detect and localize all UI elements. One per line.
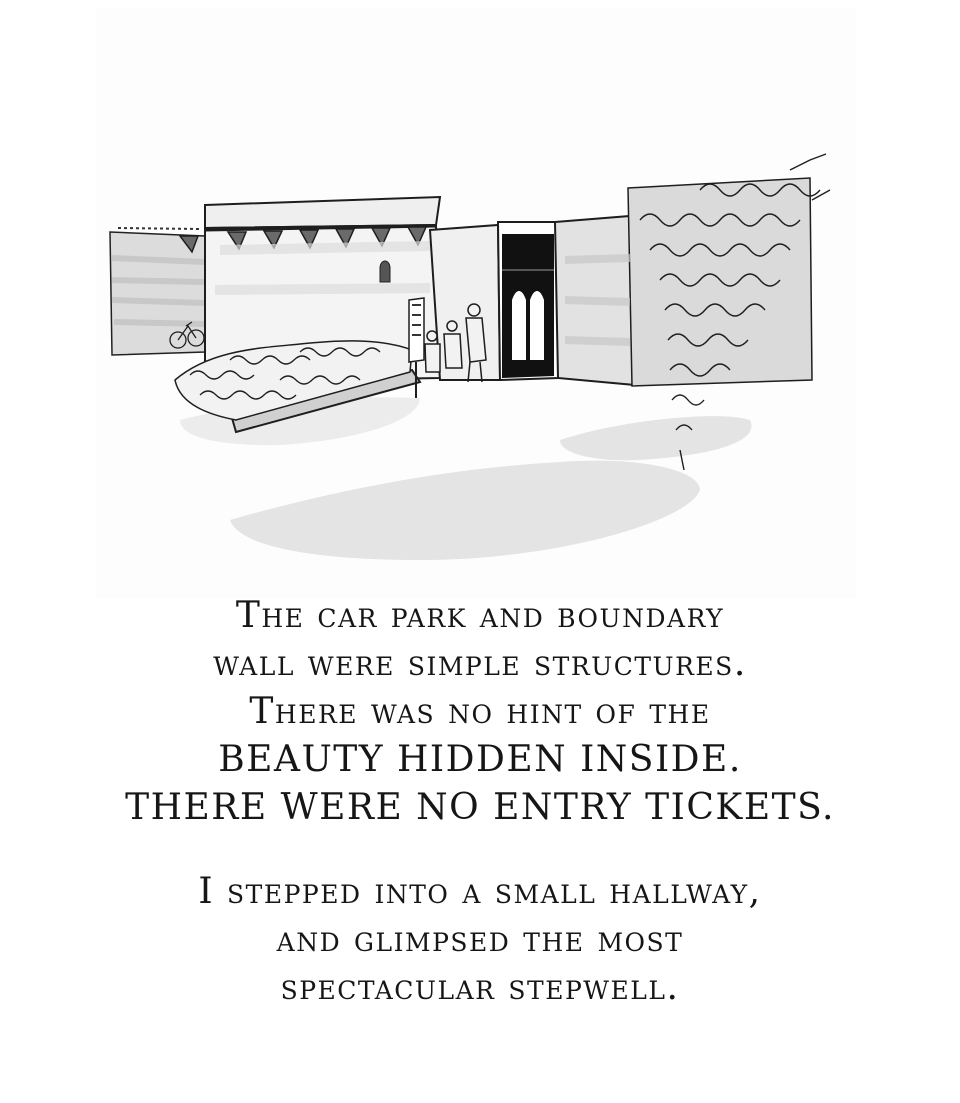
caption-line: There was no hint of the	[249, 691, 711, 732]
climbing-vine	[639, 153, 831, 471]
caption-line: wall were simple structures.	[213, 643, 747, 684]
left-boundary-wall	[109, 227, 206, 356]
bicycle	[169, 321, 205, 349]
right-boundary-wall	[553, 177, 813, 387]
planter-shrubs	[174, 340, 422, 434]
doorway	[502, 234, 554, 378]
caption-line: and glimpsed the most	[276, 919, 684, 960]
caption-line: THERE WERE NO ENTRY TICKETS.	[125, 787, 835, 828]
signboard	[408, 297, 425, 398]
caption-paragraph-1: The car park and boundary wall were simp…	[0, 592, 960, 832]
caption-line: spectacular stepwell.	[280, 967, 680, 1008]
caption-line: The car park and boundary	[235, 595, 725, 636]
visitor-figures	[424, 303, 487, 383]
caption-line: I stepped into a small hallway,	[198, 871, 762, 912]
caption-line: BEAUTY HIDDEN INSIDE.	[218, 739, 742, 780]
caption-paragraph-2: I stepped into a small hallway, and glim…	[0, 868, 960, 1012]
stepwell-entrance-sketch	[109, 153, 831, 560]
